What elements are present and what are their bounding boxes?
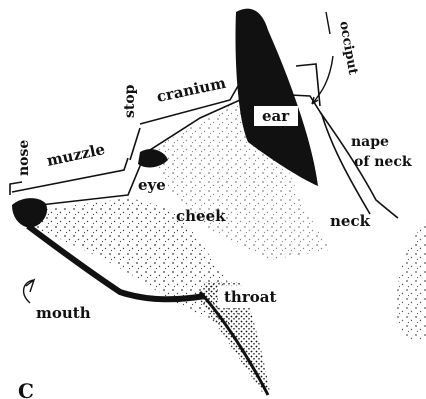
nose-bracket [10, 182, 22, 195]
label-neck: neck [330, 212, 371, 230]
body-shading [396, 222, 426, 340]
label-eye: eye [138, 176, 166, 194]
label-stop: stop [122, 84, 138, 118]
stop-bracket [130, 128, 140, 160]
label-ear: ear [262, 107, 290, 125]
label-corner-c: C [18, 379, 34, 399]
label-nose: nose [16, 140, 32, 176]
label-nape-line2: of neck [354, 154, 412, 170]
label-cranium: cranium [155, 74, 227, 106]
occiput-tick [326, 12, 330, 34]
label-throat: throat [224, 288, 276, 306]
label-muzzle: muzzle [45, 140, 107, 170]
occiput-arrow [312, 56, 333, 104]
occiput-bracket [296, 64, 320, 106]
label-mouth: mouth [36, 304, 91, 322]
label-cheek: cheek [176, 207, 226, 225]
label-occiput: occiput [336, 20, 360, 76]
label-nape-line1: nape [351, 134, 389, 150]
mouth-arrow [24, 280, 34, 303]
